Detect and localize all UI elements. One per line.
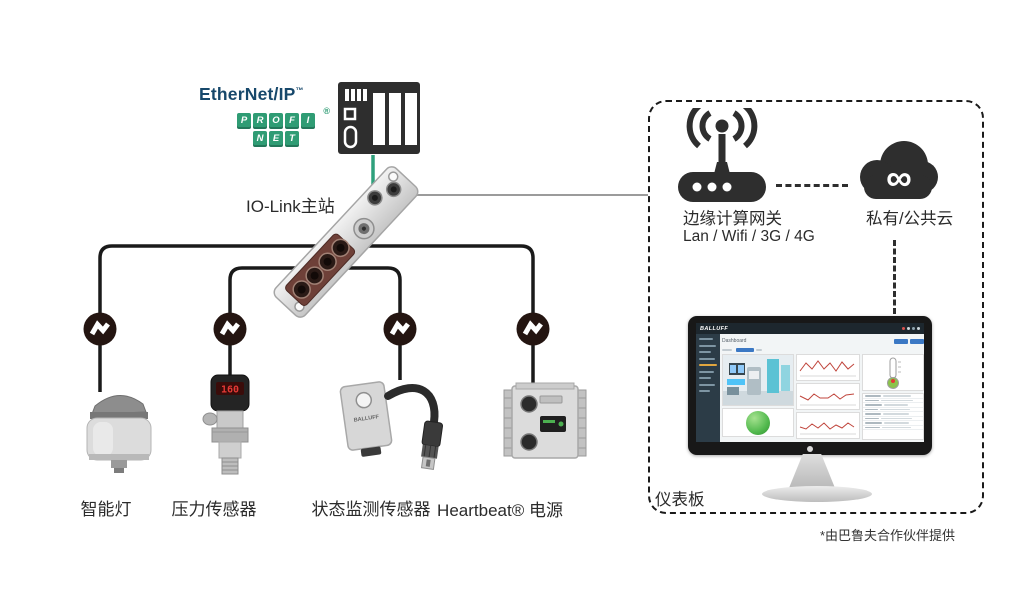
dashboard-button xyxy=(894,338,908,344)
pressure-display-value: 160 xyxy=(221,385,239,396)
sidebar-item xyxy=(699,351,711,353)
event-row xyxy=(863,408,923,412)
dashboard-label: 仪表板 xyxy=(655,491,705,509)
event-row xyxy=(863,399,923,403)
profinet-letter: R xyxy=(253,113,267,127)
io-link-port-icons xyxy=(83,312,550,346)
profinet-letter: I xyxy=(301,113,315,127)
panel-column-right xyxy=(862,354,924,440)
edge-gateway-icon xyxy=(678,108,766,202)
dashboard-sidebar xyxy=(696,334,720,442)
cloud-label: 私有/公共云 xyxy=(866,210,954,228)
line-chart xyxy=(799,393,856,406)
toolbar-filter-chip xyxy=(736,347,754,353)
partner-footnote: *由巴鲁夫合作伙伴提供 xyxy=(820,528,956,543)
dashboard-title: Dashboard xyxy=(722,338,747,344)
sidebar-item xyxy=(699,383,715,386)
gateway-to-cloud-dashed-line xyxy=(776,184,848,187)
sidebar-item xyxy=(699,377,711,379)
edge-gateway-connectivity-label: Lan / Wifi / 3G / 4G xyxy=(683,228,815,245)
io-link-master-device xyxy=(273,166,419,318)
machine-image xyxy=(723,355,793,405)
plc-icon xyxy=(338,82,420,154)
profinet-row-1: P R O F I xyxy=(226,113,326,127)
event-row xyxy=(863,412,923,417)
dashboard-button xyxy=(910,338,924,344)
profinet-letter: F xyxy=(285,113,299,127)
thermometer-panel xyxy=(862,354,924,391)
event-row xyxy=(863,426,923,430)
cloud-icon: ∞ xyxy=(860,141,938,199)
toolbar-text xyxy=(722,349,732,351)
event-row xyxy=(863,421,923,426)
profinet-letter: T xyxy=(285,131,299,145)
status-sphere-panel xyxy=(722,408,794,437)
menu-dot-icon xyxy=(917,327,920,330)
dashboard-toolbar xyxy=(722,346,924,354)
dashboard-topbar: BALLUFF xyxy=(696,323,924,334)
user-dot-icon xyxy=(912,327,915,330)
smart-light-label: 智能灯 xyxy=(80,500,132,519)
green-status-sphere xyxy=(746,410,770,435)
edge-gateway-label: 边缘计算网关 xyxy=(683,210,782,228)
sidebar-item xyxy=(699,344,716,347)
event-list-panel xyxy=(862,393,924,440)
sidebar-item xyxy=(699,390,710,392)
ethernet-ip-logo: EtherNet/IP™ xyxy=(199,84,304,105)
infinity-symbol: ∞ xyxy=(886,157,912,198)
profinet-registered-mark: ® xyxy=(323,106,330,116)
io-link-master-label: IO-Link主站 xyxy=(246,197,335,216)
line-chart-panel xyxy=(796,412,860,439)
monitor-brand-logo-icon xyxy=(807,446,813,452)
dashboard-body: Dashboard xyxy=(696,334,924,442)
toolbar-text xyxy=(756,349,762,351)
sidebar-item xyxy=(699,357,715,360)
dashboard-main: Dashboard xyxy=(720,334,924,442)
panel-column-charts xyxy=(796,354,860,440)
event-row xyxy=(863,394,923,399)
machine-image-panel xyxy=(722,354,794,406)
topbar-icons xyxy=(902,327,920,330)
thermometer-gauge xyxy=(887,357,901,389)
line-chart xyxy=(799,360,856,377)
line-chart-panel xyxy=(796,354,860,381)
sidebar-item-active xyxy=(699,364,717,366)
profinet-row-2: N E T xyxy=(226,131,326,145)
sensor-brand-text: BALLUFF xyxy=(353,414,380,424)
pressure-sensor-image: 160 xyxy=(202,374,250,475)
ethernet-ip-trademark: ™ xyxy=(295,86,304,96)
sidebar-item xyxy=(699,370,714,373)
titlebar-buttons xyxy=(892,338,924,344)
monitor-base xyxy=(762,486,872,502)
dashboard-panels xyxy=(722,354,924,440)
profinet-letter: N xyxy=(253,131,267,145)
dashboard-screen: BALLUFF xyxy=(696,323,924,442)
event-row xyxy=(863,403,923,408)
line-chart xyxy=(799,422,856,435)
profinet-letter: E xyxy=(269,131,283,145)
panel-column-left xyxy=(722,354,794,440)
sidebar-item xyxy=(699,338,713,340)
event-row xyxy=(863,417,923,421)
cloud-to-dashboard-dashed-line xyxy=(893,240,896,314)
condition-monitoring-sensor-image: BALLUFF xyxy=(339,381,444,470)
dashboard-titlebar: Dashboard xyxy=(722,336,924,346)
profinet-logo: ® P R O F I N E T xyxy=(226,106,330,145)
bell-dot-icon xyxy=(907,327,910,330)
pressure-sensor-label: 压力传感器 xyxy=(171,500,257,519)
heartbeat-power-image xyxy=(503,382,587,459)
line-chart-panel xyxy=(796,383,860,410)
alert-dot-icon xyxy=(902,327,905,330)
cloud-section-border xyxy=(648,100,984,514)
dashboard-monitor: BALLUFF xyxy=(688,316,932,455)
condition-monitoring-sensor-label: 状态监测传感器 xyxy=(311,500,431,519)
smart-light-image xyxy=(86,395,152,473)
heartbeat-power-label: Heartbeat® 电源 xyxy=(437,501,563,520)
profinet-letter: P xyxy=(237,113,251,127)
profinet-letter: O xyxy=(269,113,283,127)
ethernet-ip-text: EtherNet/IP xyxy=(199,84,296,104)
dashboard-brand: BALLUFF xyxy=(700,325,729,332)
